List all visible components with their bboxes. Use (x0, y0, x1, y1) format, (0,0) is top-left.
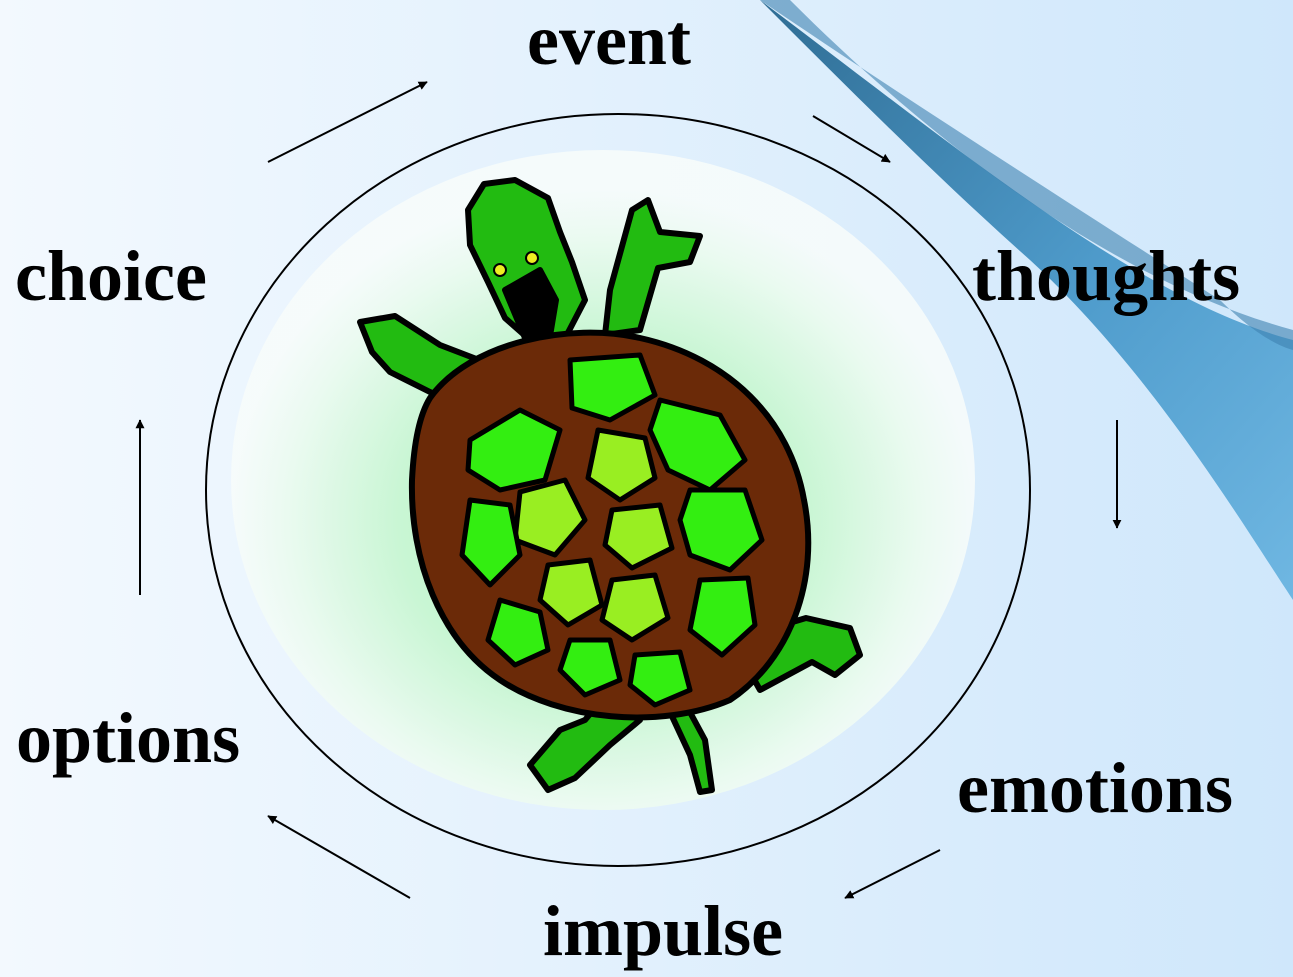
arrow-icon (813, 116, 890, 162)
cycle-word-event: event (527, 4, 691, 76)
arrow-icon (268, 816, 410, 898)
cycle-word-impulse: impulse (543, 895, 783, 967)
arrow-icon (845, 850, 940, 898)
cycle-word-emotions: emotions (957, 752, 1233, 824)
cycle-word-options: options (16, 702, 240, 774)
cycle-word-choice: choice (15, 240, 207, 312)
cycle-word-thoughts: thoughts (972, 240, 1240, 312)
arrow-icon (268, 82, 427, 162)
